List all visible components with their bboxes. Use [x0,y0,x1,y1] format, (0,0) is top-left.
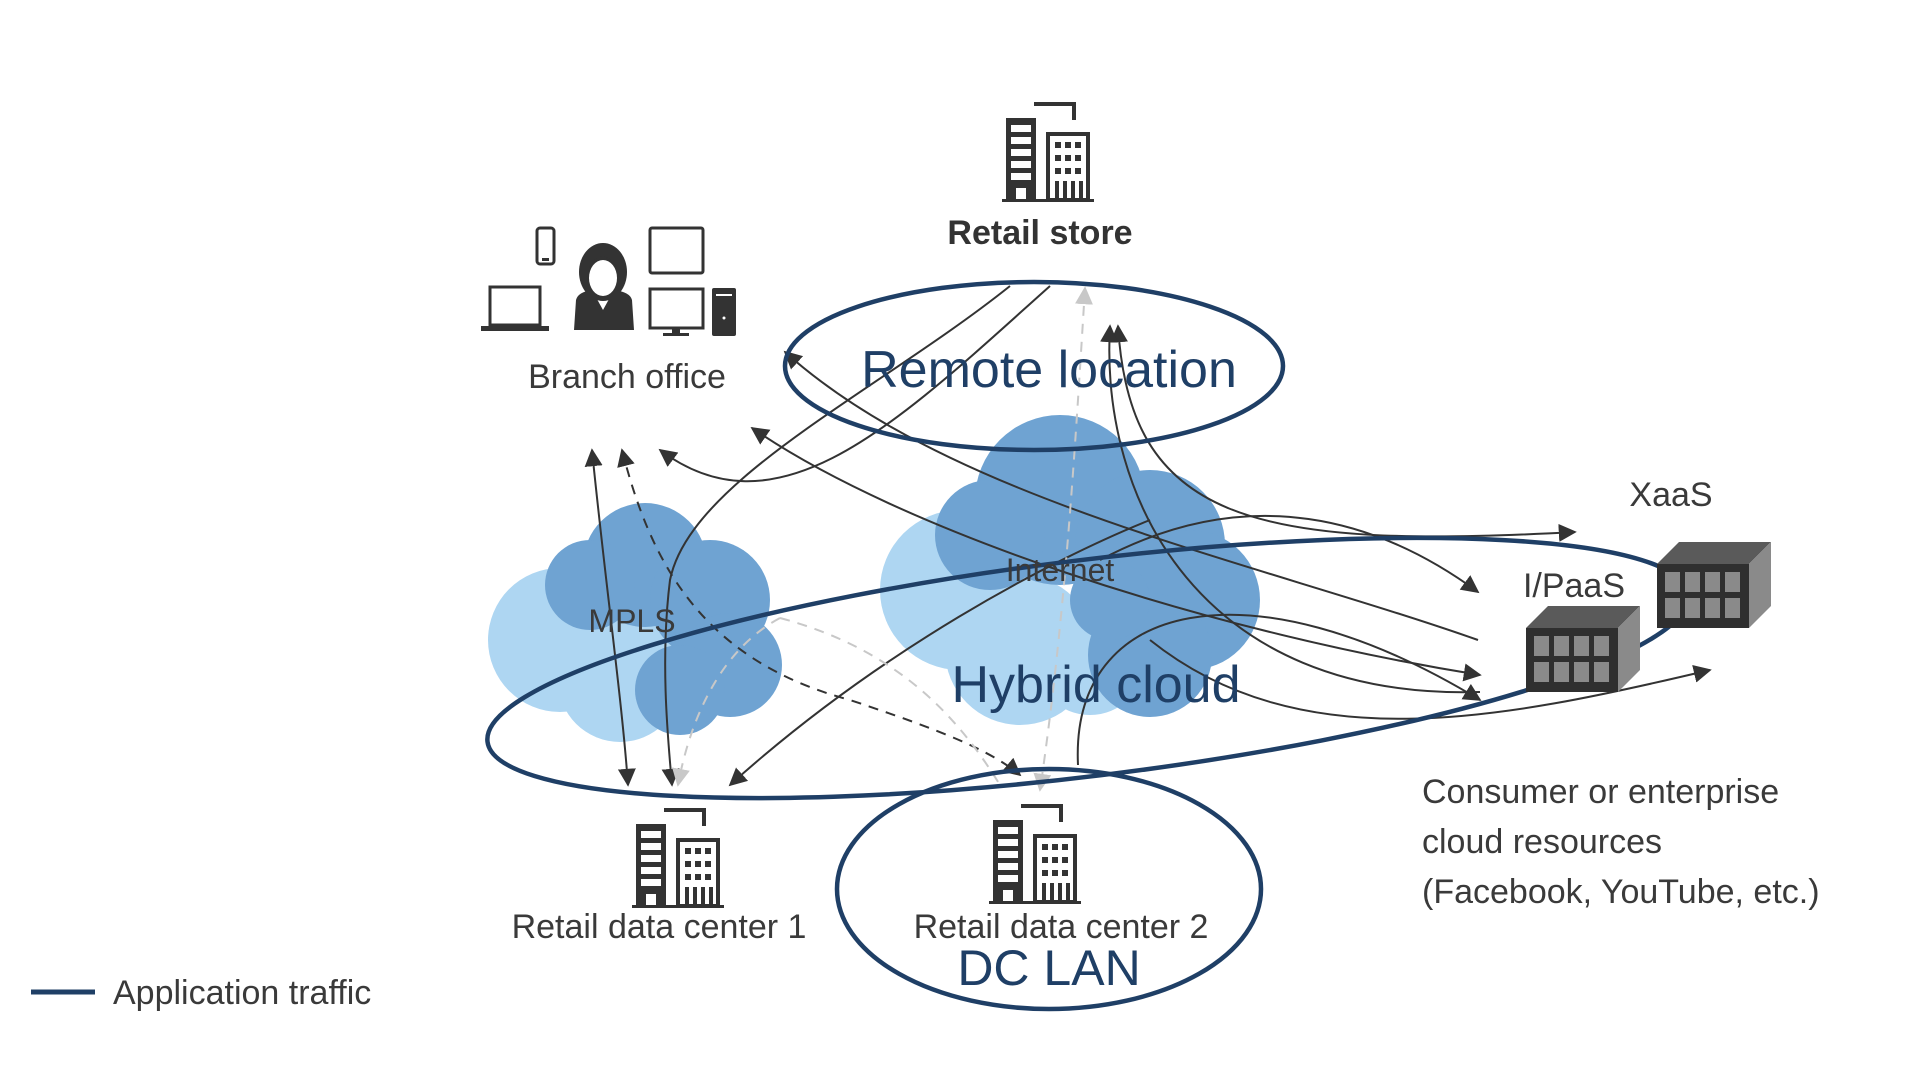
flow-dc1-dc2-light [672,617,781,787]
hybrid-cloud-label: Hybrid cloud [951,656,1240,714]
tablet-icon [648,226,705,275]
data-center-2-label: Retail data center 2 [914,908,1209,946]
flow-xaas-bottom [1149,639,1712,720]
flow-store-dc2-light [1033,286,1093,792]
server-box-icon [1657,542,1771,628]
flow-ipaas-1 [1099,514,1480,594]
retail-store-node: Retail store [947,102,1133,252]
cloud-resources-caption: Consumer or enterprise cloud resources (… [1422,773,1820,911]
branch-office-node: Branch office [481,226,736,396]
laptop-icon [481,285,549,331]
server-box-icon [1526,606,1640,692]
ipaas-node: I/PaaS [1523,567,1640,692]
flow-dc1-dc2-light-2 [779,617,1001,786]
caption-line: (Facebook, YouTube, etc.) [1422,873,1820,911]
dc-lan-label: DC LAN [957,940,1140,996]
dc-lan-zone [834,766,1264,1012]
building-icon [630,808,726,910]
desktop-icon [648,287,736,336]
branch-office-label: Branch office [528,358,726,396]
flow-store-ipaas [783,350,1479,641]
flow-store-ipaas-2 [1100,324,1481,694]
data-center-2-node: Retail data center 2 [914,804,1209,946]
traffic-flows [584,285,1712,792]
smartphone-icon [535,226,556,266]
remote-location-label: Remote location [861,341,1237,399]
retail-store-label: Retail store [947,214,1132,252]
mpls-label: MPLS [588,603,675,639]
building-icon [987,804,1083,906]
data-center-1-node: Retail data center 1 [512,808,807,946]
caption-line: Consumer or enterprise [1422,773,1779,811]
xaas-label: XaaS [1629,476,1712,514]
legend: Application traffic [31,974,371,1012]
caption-line: cloud resources [1422,823,1662,861]
remote-location-zone [782,279,1286,453]
xaas-node: XaaS [1629,476,1771,628]
data-center-1-label: Retail data center 1 [512,908,807,946]
internet-label: Internet [1006,552,1115,588]
ipaas-label: I/PaaS [1523,567,1625,605]
legend-label: Application traffic [113,974,371,1012]
user-icon [574,243,634,330]
building-icon [1000,102,1096,204]
